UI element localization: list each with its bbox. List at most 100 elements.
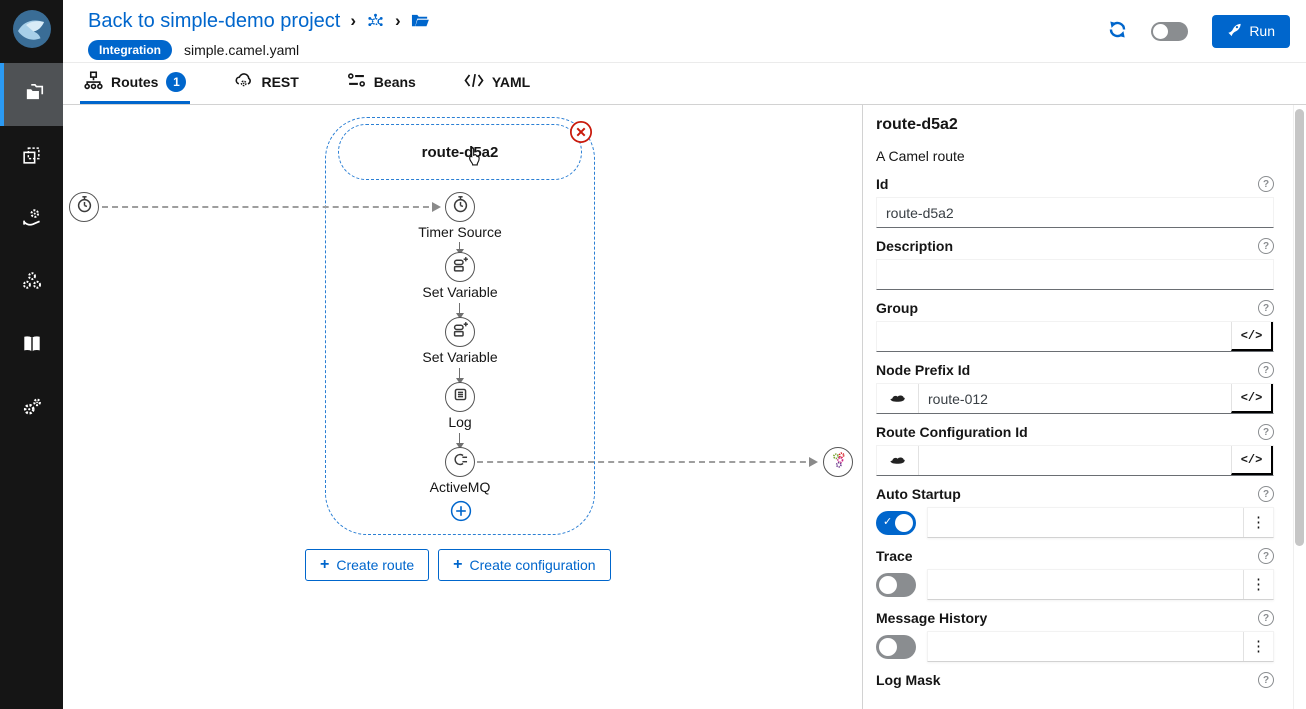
- create-configuration-label: Create configuration: [469, 557, 596, 573]
- sidebar-item-configuration[interactable]: [0, 378, 63, 441]
- route-configuration-id-input[interactable]: [919, 446, 1231, 475]
- add-step-button[interactable]: [450, 500, 472, 522]
- delete-route-button[interactable]: [569, 120, 593, 144]
- step-connector: [455, 368, 464, 384]
- id-input[interactable]: [877, 198, 1273, 227]
- top-header: Back to simple-demo project ›: [0, 0, 1306, 63]
- route-header[interactable]: route-d5a2: [338, 124, 582, 180]
- kebab-menu-button[interactable]: ⋮: [1243, 632, 1273, 661]
- templates-icon: [21, 145, 42, 171]
- rest-icon: [234, 71, 253, 93]
- help-icon: ?: [1258, 362, 1274, 378]
- route-group[interactable]: route-d5a2: [325, 117, 595, 535]
- node-label: ActiveMQ: [429, 479, 491, 495]
- properties-panel: route-d5a2 A Camel route Id ? Descriptio…: [862, 105, 1306, 709]
- field-trace: Trace ? ⋮: [876, 547, 1274, 600]
- back-to-project-link[interactable]: Back to simple-demo project: [88, 9, 341, 32]
- camel-icon: [877, 446, 919, 475]
- tab-rest-label: REST: [261, 74, 299, 90]
- code-expression-button[interactable]: </>: [1231, 322, 1273, 351]
- rocket-icon: [1227, 22, 1242, 40]
- header-toggle[interactable]: [1151, 21, 1189, 41]
- sidebar-item-templates[interactable]: [0, 126, 63, 189]
- tab-beans-label: Beans: [373, 74, 416, 90]
- node-set-variable-1[interactable]: [445, 252, 475, 282]
- group-input[interactable]: [877, 322, 1231, 351]
- arrowhead-icon: [809, 457, 818, 467]
- help-icon: ?: [1258, 424, 1274, 440]
- create-buttons-row: + Create route + Create configuration: [305, 549, 611, 581]
- route-title: route-d5a2: [421, 143, 499, 161]
- sidebar-item-services[interactable]: [0, 189, 63, 252]
- sidebar-item-resources[interactable]: [0, 252, 63, 315]
- route-designer-canvas[interactable]: route-d5a2: [63, 105, 862, 709]
- file-name: simple.camel.yaml: [184, 42, 300, 58]
- folder-icon[interactable]: [411, 13, 430, 29]
- arrowhead-icon: [455, 443, 464, 449]
- karavan-logo-icon: [12, 9, 52, 54]
- node-timer-source[interactable]: [445, 192, 475, 222]
- camel-icon: [877, 384, 919, 413]
- log-icon: [451, 385, 470, 409]
- message-history-switch[interactable]: [876, 634, 916, 659]
- tab-yaml[interactable]: YAML: [460, 63, 534, 104]
- timer-icon: [75, 195, 94, 219]
- create-configuration-button[interactable]: + Create configuration: [438, 549, 611, 581]
- help-icon: ?: [1258, 300, 1274, 316]
- toggle-knob: [895, 513, 913, 532]
- plus-icon: +: [453, 556, 463, 573]
- yaml-code-icon: [464, 72, 484, 92]
- node-set-variable-2[interactable]: [445, 317, 475, 347]
- sidebar-item-knowledgebase[interactable]: [0, 315, 63, 378]
- sidebar-item-projects[interactable]: [0, 63, 63, 126]
- node-log[interactable]: [445, 382, 475, 412]
- external-timer-endpoint[interactable]: [69, 192, 99, 222]
- field-label: Message History: [876, 610, 988, 626]
- field-description: Description ?: [876, 237, 1274, 290]
- tab-routes[interactable]: Routes 1: [80, 63, 191, 104]
- field-label: Node Prefix Id: [876, 362, 971, 378]
- tab-rest[interactable]: REST: [230, 63, 302, 104]
- refresh-button[interactable]: [1108, 20, 1127, 42]
- activemq-logo-icon: [829, 450, 848, 474]
- run-button[interactable]: Run: [1212, 14, 1290, 48]
- message-history-input[interactable]: [928, 632, 1243, 661]
- node-activemq[interactable]: [445, 447, 475, 477]
- auto-startup-switch[interactable]: ✓: [876, 510, 916, 535]
- code-expression-button[interactable]: </>: [1231, 446, 1273, 475]
- app-logo[interactable]: [0, 0, 63, 63]
- field-id: Id ?: [876, 175, 1274, 228]
- field-label: Route Configuration Id: [876, 424, 1028, 440]
- node-prefix-id-input[interactable]: [919, 384, 1231, 413]
- help-icon: ?: [1258, 486, 1274, 502]
- help-icon: ?: [1258, 548, 1274, 564]
- field-auto-startup: Auto Startup ? ✓ ⋮: [876, 485, 1274, 538]
- panel-subtitle: A Camel route: [876, 148, 965, 164]
- panel-scrollbar-thumb[interactable]: [1295, 109, 1304, 546]
- field-label: Log Mask: [876, 672, 941, 688]
- field-group: Group ? </>: [876, 299, 1274, 352]
- field-label: Group: [876, 300, 918, 316]
- trace-input[interactable]: [928, 570, 1243, 599]
- timer-icon: [451, 195, 470, 219]
- header-actions: Run: [1108, 0, 1306, 62]
- kebab-menu-button[interactable]: ⋮: [1243, 570, 1273, 599]
- help-icon: ?: [1258, 176, 1274, 192]
- integration-icon[interactable]: [366, 12, 385, 31]
- tab-beans[interactable]: Beans: [343, 63, 420, 104]
- file-tabs: Routes 1 REST Beans: [63, 63, 1306, 105]
- panel-scrollbar-track[interactable]: [1293, 105, 1306, 709]
- create-route-button[interactable]: + Create route: [305, 549, 430, 581]
- breadcrumb-separator: ›: [395, 10, 401, 30]
- toggle-knob: [879, 637, 897, 656]
- description-input[interactable]: [877, 260, 1273, 289]
- arrowhead-icon: [455, 313, 464, 319]
- code-expression-button[interactable]: </>: [1231, 384, 1273, 413]
- external-activemq-endpoint[interactable]: [823, 447, 853, 477]
- header-breadcrumb-block: Back to simple-demo project ›: [63, 0, 1108, 62]
- services-icon: [21, 207, 43, 234]
- trace-switch[interactable]: [876, 572, 916, 597]
- auto-startup-input[interactable]: [928, 508, 1243, 537]
- kebab-menu-button[interactable]: ⋮: [1243, 508, 1273, 537]
